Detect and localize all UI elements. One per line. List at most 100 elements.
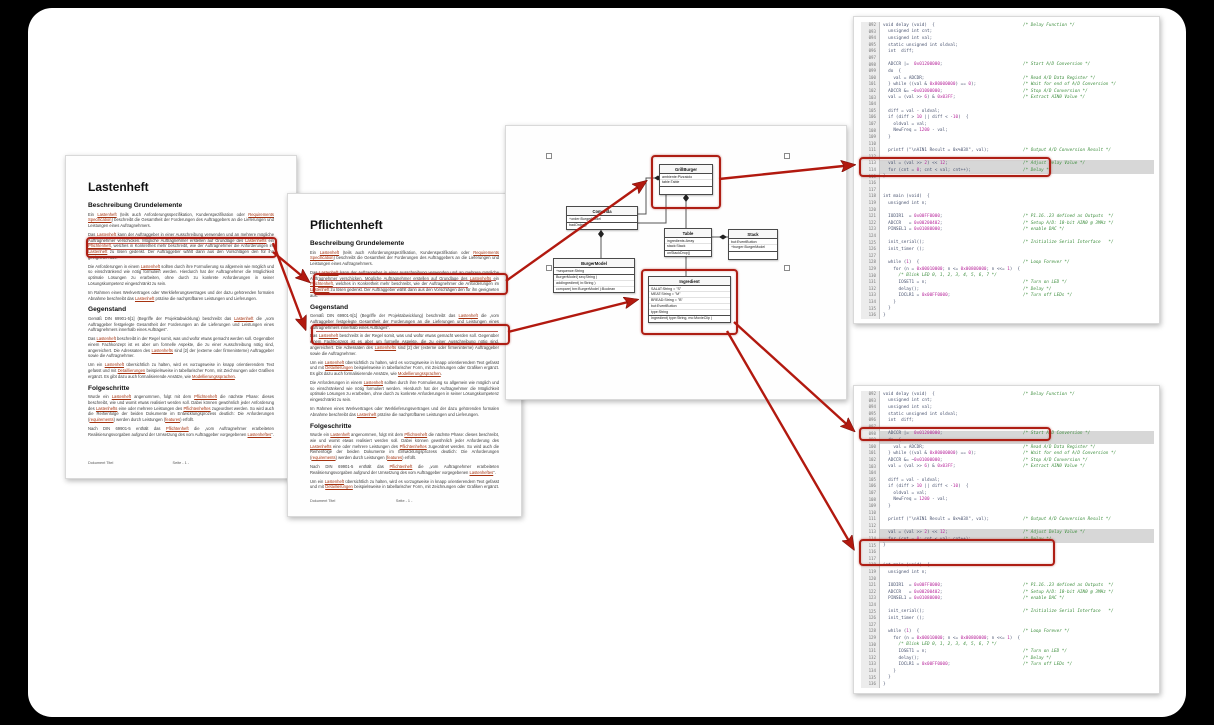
code-line-body: while (1) {/* Loop Forever */ [880,259,1154,266]
code-text: diff = val - oldval; [883,108,940,114]
code-text: oldval = val; [883,490,927,496]
selection-handle[interactable] [784,153,790,159]
code-line-body: IOCLR1 = 0x00FF0000;/* Turn off LEDs */ [880,661,1154,668]
code-text: } [883,299,896,305]
code-line: 098 ADCCR |= 0x01200000;/* Start A/D Con… [861,61,1154,69]
document-page-pflichtenheft[interactable]: Pflichtenheft Beschreibung Grundelemente… [287,193,522,530]
code-line: 100 val = ADCDR;/* Read A/D Data Registe… [861,443,1154,451]
code-line-body [880,207,1154,214]
code-line-body: ADCCR = 0x00200402;/* Setup A/D: 10-bit … [880,589,1154,596]
code-line: 128 while (1) {/* Loop Forever */ [861,628,1154,635]
line-number: 130 [861,641,880,649]
code-line-body: val = (val >> 2) << 12;/* Adjust Delay V… [880,529,1154,537]
code-line: 116 [861,549,1154,556]
uml-grillburger-box[interactable] [651,155,721,209]
code-line: 135 } [861,305,1154,313]
selection-handle[interactable] [546,153,552,159]
code-text: ADCCR |= 0x01200000; [883,62,943,68]
code-line-body: printf ("\nAIN1 Result = 0x%03X", val);/… [880,147,1154,154]
listing-bottom-lines-115-117-box[interactable] [859,539,1055,566]
code-text: unsigned int n; [883,200,927,206]
annotation-stroke [88,249,270,250]
doc-paragraph: Gemäß DIN 69901-5[1] (Begriffe der Proje… [88,315,274,333]
pflichtenheft-feature-box-1[interactable] [313,273,508,295]
code-line: 109 } [861,134,1154,141]
code-line-body [880,576,1154,583]
code-line-body: } [880,312,1154,319]
listing-top-lines-113-114-box[interactable] [859,157,1051,177]
code-comment: /* Turn off LEDs */ [1023,293,1073,299]
code-line: 095 static unsigned int oldval; [861,410,1154,418]
uml-attribute: +sequence:String [556,268,585,273]
selection-handle[interactable] [546,265,552,271]
code-comment: /* Wait for end of A/D Conversion */ [1023,82,1117,88]
code-text: void delay (void) { [883,391,935,397]
code-text: delay(); [883,655,920,661]
code-text: if (diff > 10 || diff < -10) { [883,484,969,490]
code-text: delay(); [883,286,920,292]
code-line: 113 val = (val >> 2) << 12;/* Adjust Del… [861,529,1154,537]
code-line: 132 delay();/* Delay */ [861,285,1154,293]
code-line: 110 [861,140,1154,148]
listing-bottom-line-098-box[interactable] [859,427,1051,441]
code-line-body: void delay (void) {/* Delay Function */ [880,22,1154,29]
code-line-body: delay();/* Delay */ [880,286,1154,293]
lastenheft-requirement-box[interactable] [86,237,277,258]
code-text: unsigned int n; [883,569,927,575]
code-line: 129 for (n = 0x00010000; n <= 0x00800000… [861,634,1154,642]
code-text: static unsigned int oldval; [883,42,959,48]
code-line: 136} [861,312,1154,319]
code-line: 131 IOSET1 = n;/* Turn on LED */ [861,279,1154,286]
footer-doc-title: Dokument Titel [88,461,114,465]
code-line: 105 diff = val - oldval; [861,476,1154,484]
code-line-body: NewFreq = 1200 - val; [880,497,1154,504]
annotation-stroke [88,256,208,257]
code-line: 122 ADCCR = 0x00200402;/* Setup A/D: 10-… [861,219,1154,227]
section-heading: Gegenstand [88,306,127,314]
code-line: 120 [861,575,1154,583]
code-line-body: void delay (void) {/* Delay Function */ [880,391,1154,398]
code-line: 133 IOCLR1 = 0x00FF0000;/* Turn off LEDs… [861,292,1154,299]
doc-paragraph: Im Rahmen eines Werkvertrages oder Werkl… [310,406,499,417]
line-number: 116 [861,549,880,556]
code-comment: /* Adjust Delay Value */ [1023,161,1086,167]
code-line-body: unsigned int cnt; [880,398,1154,405]
code-comment: /* Extract AIN0 Value */ [1023,95,1086,101]
line-number: 099 [861,68,880,75]
doc-paragraph: Wurde ein Lastenheft angenommen, folgt m… [88,394,274,422]
code-comment: /* Turn off LEDs */ [1023,662,1073,668]
code-line-body: val = ADCDR;/* Read A/D Data Register */ [880,444,1154,451]
code-line-body: } [880,299,1154,306]
line-number: 120 [861,206,880,214]
line-number: 136 [861,312,880,319]
code-line: 106 if (diff > 10 || diff < -10) { [861,483,1154,490]
selection-handle[interactable] [784,265,790,271]
line-number: 131 [861,648,880,655]
line-number: 120 [861,575,880,583]
line-number: 095 [861,410,880,418]
code-text: do { [883,68,902,74]
line-number: 119 [861,200,880,207]
pflichtenheft-feature-box-2[interactable] [311,324,510,345]
code-line-body: } while ((val & 0x80000000) == 0);/* Wai… [880,81,1154,88]
uml-methods: onStackDrop() [665,251,711,257]
uml-ingredient-box[interactable] [641,269,738,335]
annotation-stroke [318,287,468,288]
code-line: 114 for (cnt = 0; cnt < val; cnt++);/* D… [861,167,1154,174]
code-line-body: oldval = val; [880,121,1154,128]
uml-attribute: table:Table [662,180,680,185]
code-text: } [883,543,886,549]
doc-paragraph: Gemäß DIN 69901-5[1] (Begriffe der Proje… [310,313,499,330]
line-number: 108 [861,127,880,135]
code-line-body: val = (val >> 6) & 0x03FF;/* Extract AIN… [880,95,1154,102]
